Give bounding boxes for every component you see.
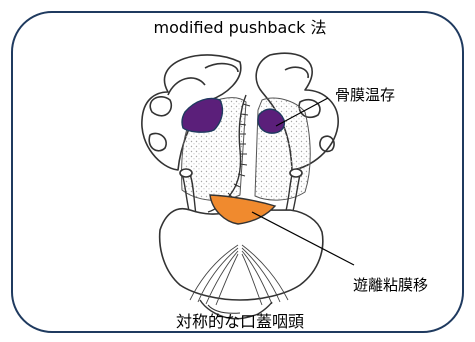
graft-label: 遊離粘膜移 — [353, 276, 428, 294]
periosteum-label: 骨膜温存 — [335, 86, 395, 104]
diagram-title: modified pushback 法 — [153, 18, 326, 37]
caption: 対称的な口蓋咽頭 — [176, 312, 304, 331]
